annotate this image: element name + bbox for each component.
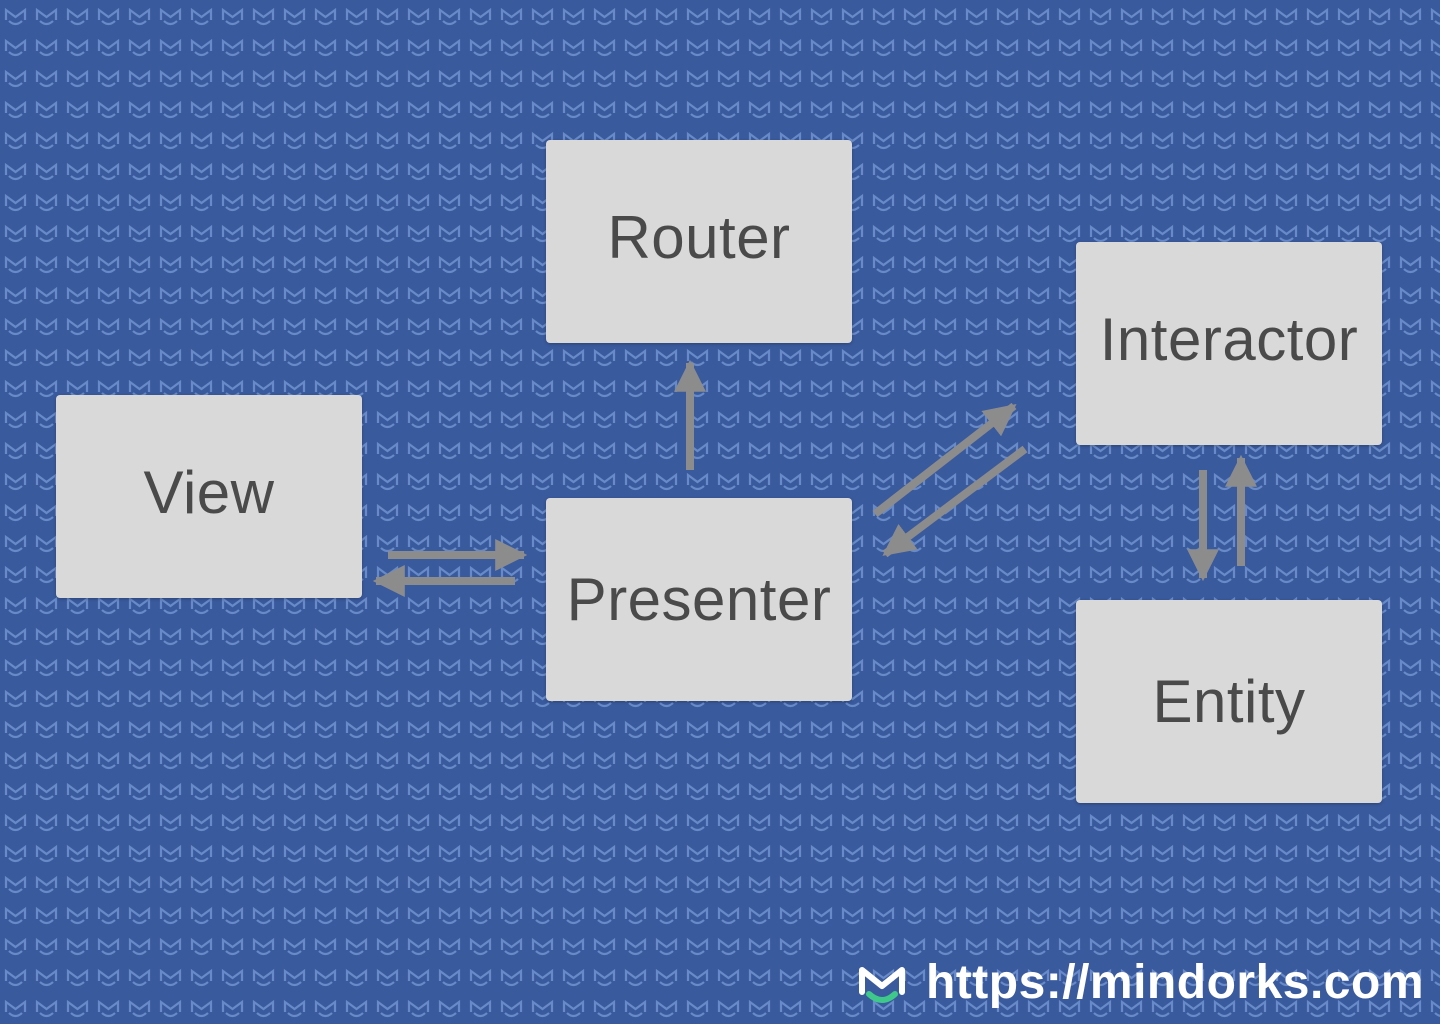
router-node: Router (546, 140, 852, 343)
entity-node: Entity (1076, 600, 1382, 803)
interactor-label: Interactor (1099, 306, 1359, 373)
router-label: Router (607, 204, 791, 271)
watermark: https://mindorks.com (856, 955, 1424, 1010)
entity-label: Entity (1152, 668, 1306, 735)
interactor-node: Interactor (1076, 242, 1382, 445)
mindorks-logo-icon (858, 966, 905, 1003)
presenter-node: Presenter (546, 498, 852, 701)
watermark-url: https://mindorks.com (925, 956, 1424, 1009)
view-label: View (143, 459, 275, 526)
view-node: View (56, 395, 362, 598)
presenter-label: Presenter (566, 566, 832, 633)
